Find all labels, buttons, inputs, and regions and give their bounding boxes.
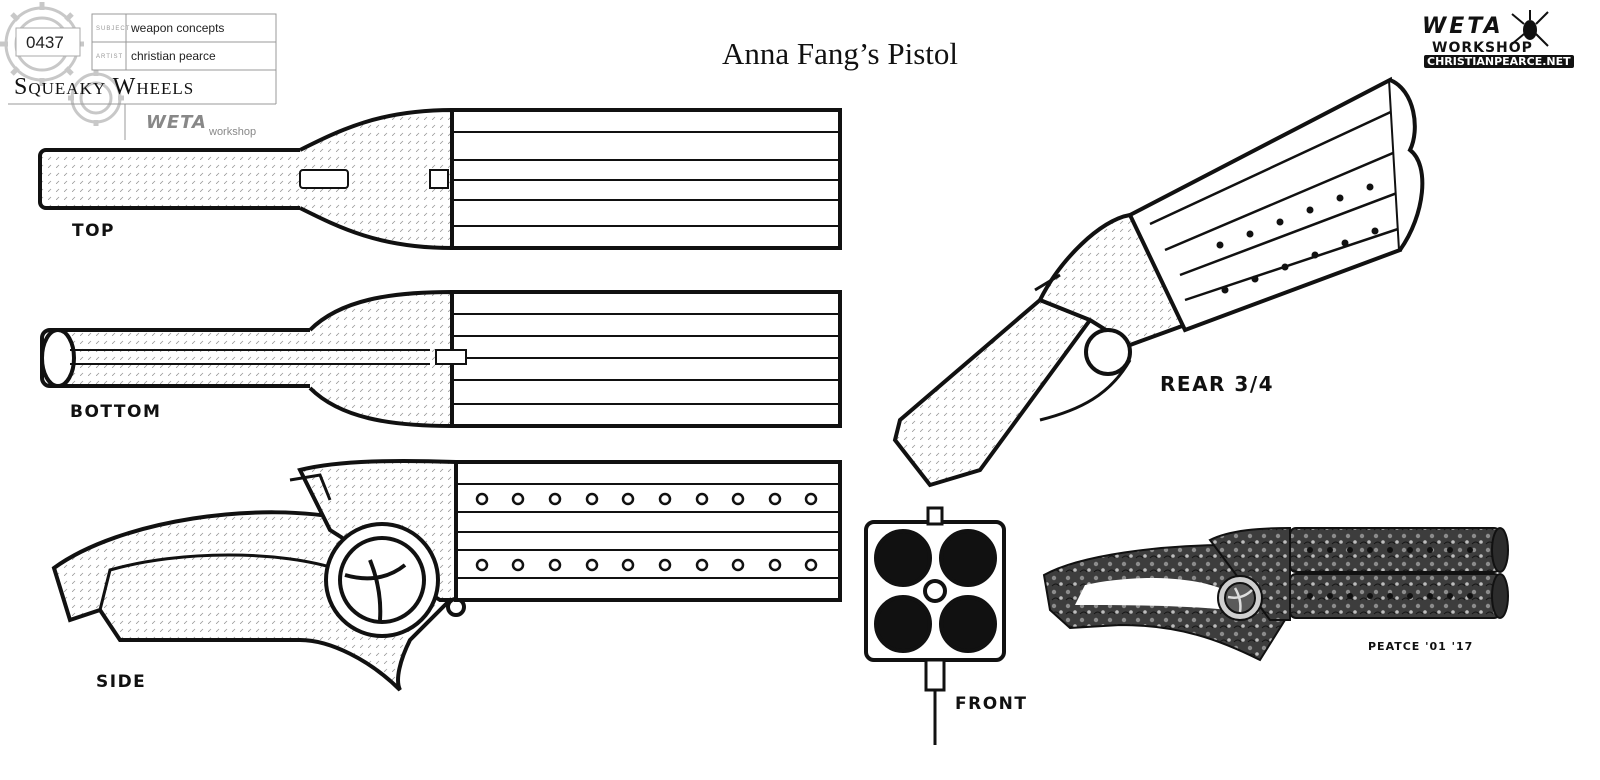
rear-view-label: REAR 3/4 (1160, 372, 1275, 396)
artist-label: ARTIST (96, 54, 124, 60)
side-view-label: SIDE (96, 672, 147, 692)
front-view-label: FRONT (955, 694, 1028, 714)
bottom-view-drawing (40, 289, 842, 429)
studio-logo-small: WETA (146, 112, 207, 133)
side-view-drawing (51, 458, 842, 692)
artist-value: christian pearce (131, 49, 216, 63)
studio-logo-small-sub: workshop (209, 126, 257, 138)
weta-logo: WETA (1422, 14, 1504, 39)
top-view-label: TOP (72, 221, 116, 241)
artist-signature: PEATCE '01 '17 (1368, 640, 1474, 653)
front-view-drawing (864, 506, 1006, 745)
title-block: 0437 SUBJECT weapon concepts ARTIST chri… (0, 0, 290, 140)
page-title: Anna Fang’s Pistol (722, 36, 958, 71)
bottom-view-label: BOTTOM (70, 402, 162, 422)
sheet-number: 0437 (26, 33, 64, 52)
weta-logo-sub: WORKSHOP (1432, 40, 1533, 56)
title-block-frame (0, 2, 277, 140)
project-name: Squeaky Wheels (14, 74, 195, 100)
top-view-drawing (38, 107, 842, 251)
rear-view-drawing (892, 76, 1425, 488)
artist-url: CHRISTIANPEARCE.NET (1424, 55, 1574, 68)
rendered-view-drawing (1042, 526, 1509, 662)
subject-label: SUBJECT (96, 26, 131, 32)
subject-value: weapon concepts (131, 21, 225, 35)
